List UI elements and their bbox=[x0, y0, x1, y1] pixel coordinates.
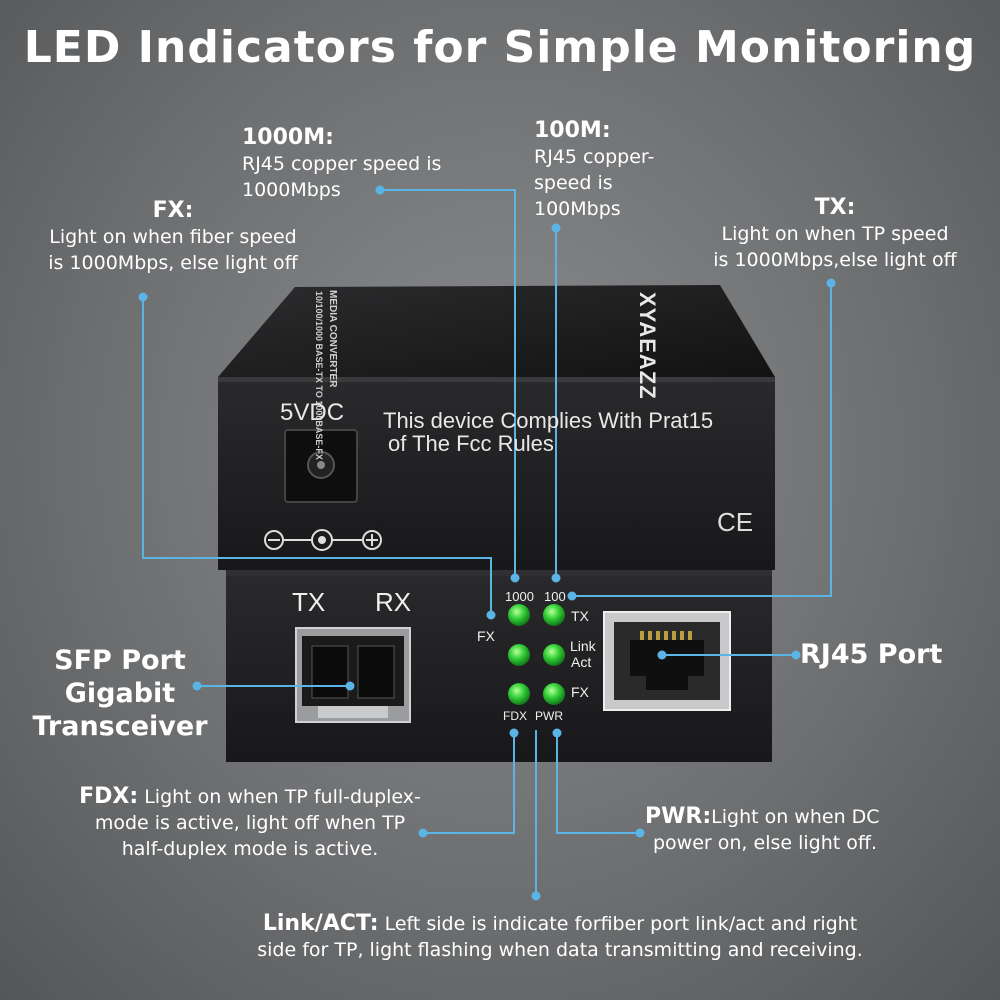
callout-tx: TX: Light on when TP speed is 1000Mbps,e… bbox=[676, 195, 994, 273]
led-label-pwr: PWR bbox=[535, 709, 563, 723]
callout-fdx-head: FDX: bbox=[79, 784, 139, 809]
led-grid bbox=[508, 604, 565, 705]
leader-pwr bbox=[556, 733, 640, 834]
callout-tx-line-1: Light on when TP speed bbox=[721, 223, 949, 245]
led-label-link: Link bbox=[570, 638, 597, 654]
upper-device-top bbox=[218, 285, 775, 377]
led-icon bbox=[543, 644, 565, 666]
leader-fdx bbox=[423, 733, 515, 834]
model-label-bottom: 10/100/1000 BASE-TX TO 1000BASE-FX bbox=[314, 291, 324, 460]
fcc-line-1: This device Complies With Prat15 bbox=[383, 408, 713, 433]
led-icon bbox=[508, 683, 530, 705]
sfp-port-label: SFP Port Gigabit Transceiver bbox=[20, 644, 220, 743]
callout-1000m: 1000M: RJ45 copper speed is 1000Mbps bbox=[242, 125, 441, 203]
led-icon bbox=[543, 604, 565, 626]
led-label-fx-left: FX bbox=[477, 628, 496, 644]
led-label-tx: TX bbox=[571, 608, 590, 624]
model-label-top: MEDIA CONVERTER bbox=[327, 290, 338, 388]
upper-device: CE bbox=[218, 285, 775, 570]
sfp-port-line-1: SFP Port bbox=[54, 645, 186, 676]
sfp-cage-icon bbox=[295, 627, 411, 723]
led-label-fdx: FDX bbox=[503, 709, 527, 723]
callout-link-line-1: Left side is indicate forfiber port link… bbox=[384, 913, 858, 935]
callout-1000m-head: 1000M: bbox=[242, 125, 334, 150]
callout-link-head: Link/ACT: bbox=[262, 911, 379, 936]
callout-tx-head: TX: bbox=[814, 195, 856, 220]
led-icon bbox=[508, 604, 530, 626]
power-label: 5VDC bbox=[280, 399, 344, 426]
leader-1000m bbox=[380, 189, 516, 578]
callout-100m-line-3: 100Mbps bbox=[534, 198, 621, 220]
lower-device bbox=[226, 570, 772, 762]
led-icon bbox=[508, 644, 530, 666]
callout-link-line-2: side for TP, light flashing when data tr… bbox=[257, 939, 863, 961]
page-title: LED Indicators for Simple Monitoring bbox=[23, 22, 977, 73]
led-label-1000: 1000 bbox=[505, 589, 534, 604]
leader-lines bbox=[142, 189, 832, 896]
sfp-tx-label: TX bbox=[292, 587, 325, 617]
callout-100m: 100M: RJ45 copper- speed is 100Mbps bbox=[534, 118, 654, 222]
callout-pwr-line-2: power on, else light off. bbox=[653, 832, 878, 854]
rj45-port-label: RJ45 Port bbox=[800, 639, 943, 670]
callout-pwr-head: PWR: bbox=[645, 804, 712, 829]
fcc-line-2: of The Fcc Rules bbox=[388, 431, 554, 456]
led-label-fx-right: FX bbox=[571, 684, 590, 700]
callout-link-act: Link/ACT: Left side is indicate forfiber… bbox=[160, 911, 960, 963]
callout-pwr: PWR:Light on when DC power on, else ligh… bbox=[645, 804, 975, 856]
led-label-act: Act bbox=[571, 654, 591, 670]
rj45-jack-icon bbox=[603, 611, 731, 711]
callout-100m-line-2: speed is bbox=[534, 172, 613, 194]
leader-dots bbox=[138, 185, 836, 901]
callout-tx-line-2: is 1000Mbps,else light off bbox=[713, 249, 957, 271]
polarity-icon bbox=[264, 529, 382, 551]
leader-fx bbox=[142, 297, 492, 615]
brand-label: XYAEAZZ bbox=[635, 292, 660, 400]
leader-tx bbox=[572, 283, 832, 597]
led-icon bbox=[543, 683, 565, 705]
sfp-port-line-2: Gigabit bbox=[64, 678, 176, 709]
callout-fx-line-2: is 1000Mbps, else light off bbox=[48, 252, 298, 274]
ce-mark-icon: CE bbox=[717, 507, 753, 537]
callout-100m-head: 100M: bbox=[534, 118, 611, 143]
callout-fdx-line-3: half-duplex mode is active. bbox=[121, 838, 379, 860]
callout-fx-head: FX: bbox=[152, 198, 194, 223]
callout-fx-line-1: Light on when fiber speed bbox=[49, 226, 297, 248]
callout-fdx: FDX: Light on when TP full-duplex- mode … bbox=[50, 784, 450, 862]
led-label-100: 100 bbox=[544, 589, 566, 604]
callout-100m-line-1: RJ45 copper- bbox=[534, 146, 655, 168]
power-jack-icon bbox=[284, 429, 358, 503]
callout-fx: FX: Light on when fiber speed is 1000Mbp… bbox=[8, 198, 338, 276]
callout-fdx-line-2: mode is active, light off when TP bbox=[94, 812, 406, 834]
sfp-rx-label: RX bbox=[375, 587, 411, 617]
callout-1000m-line-1: RJ45 copper speed is bbox=[242, 153, 442, 175]
callout-1000m-line-2: 1000Mbps bbox=[242, 179, 341, 201]
callout-fdx-line-1: Light on when TP full-duplex- bbox=[144, 786, 421, 808]
sfp-port-line-3: Transceiver bbox=[32, 711, 208, 742]
callout-pwr-line-1: Light on when DC bbox=[711, 806, 880, 828]
